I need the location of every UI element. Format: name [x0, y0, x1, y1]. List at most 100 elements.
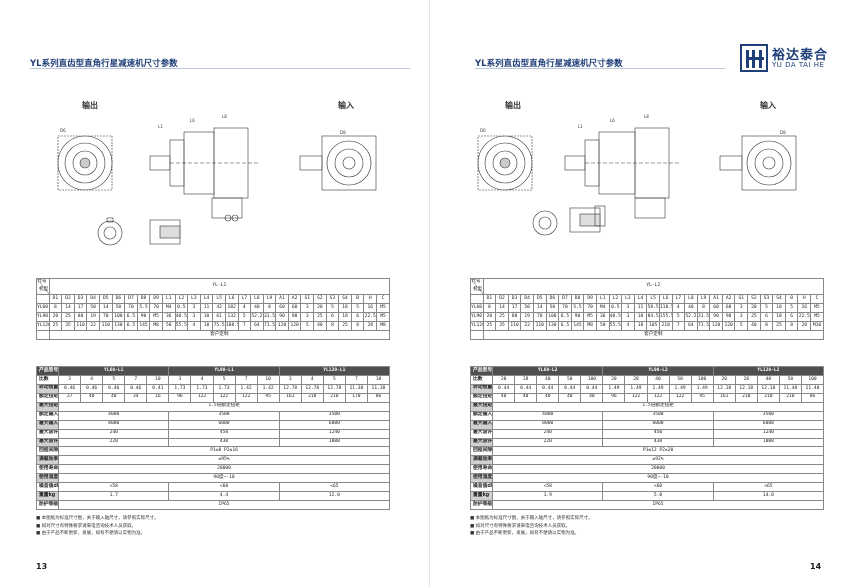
perf-value: 50 [668, 374, 692, 385]
dimension-value: 28 [797, 320, 812, 331]
column-header: D7 [124, 293, 138, 304]
column-header: D2 [495, 293, 509, 304]
dimension-value: 130 [111, 320, 126, 331]
custom-note: 客户定制 [48, 329, 391, 341]
dimension-value: 20 [48, 311, 63, 322]
dimension-value: 5 [350, 302, 365, 313]
dimension-value: 18 [199, 320, 214, 331]
dimension-value: 36 [161, 311, 176, 322]
perf-label: 转动惯量Kg.cm² [35, 383, 60, 394]
perf-value: 10 [256, 374, 280, 385]
column-header: L2 [608, 293, 623, 304]
model-header: YL120-L2 [712, 366, 825, 376]
column-header: H [797, 293, 812, 304]
perf-value: 0.44 [514, 383, 538, 394]
dimension-value: 10 [199, 311, 214, 322]
dimension-value: 120 [275, 320, 289, 331]
perf-value: 3 [168, 374, 192, 385]
dimension-value: 40.5 [174, 311, 189, 322]
perf-value: 100 [580, 374, 604, 385]
model-cell: YL90-L2 [470, 311, 484, 322]
column-header: S1 [734, 293, 749, 304]
perf-value: 4 [190, 374, 214, 385]
dimension-value: 8 [482, 302, 497, 313]
dimension-value: 130 [545, 320, 560, 331]
perf-value: 0.44 [492, 383, 516, 394]
perf-value: 4.4 [168, 491, 280, 502]
dimension-value: 7 [237, 320, 252, 331]
column-header: A2 [721, 293, 736, 304]
dimension-value: 31.5 [262, 311, 277, 322]
dimension-value: 4 [237, 302, 252, 313]
svg-text:D6: D6 [480, 128, 486, 133]
note-line: ■ 如对尺寸有特殊要求请来电咨询技术人员获取。 [470, 523, 571, 529]
dimension-value: 25 [61, 311, 75, 322]
page-title: YL系列直齿型直角行星减速机尺寸参数 [475, 59, 623, 69]
model-cell: YL120-L1 [36, 320, 50, 331]
perf-value: <65 [278, 482, 391, 493]
dimension-value: 8 [784, 320, 799, 331]
dimension-value: M5 [149, 311, 163, 322]
dimension-value: M10 [810, 320, 824, 331]
page-number: 13 [36, 562, 48, 571]
dimension-value: 16 [797, 302, 812, 313]
title-divider [30, 68, 410, 69]
dimension-value: 28 [363, 320, 378, 331]
column-header: L4 [633, 293, 648, 304]
perf-value: 12.78 [322, 383, 346, 394]
dimension-value: 5.5 [136, 302, 151, 313]
perf-value: 10 [366, 374, 391, 385]
perf-label: 最大扭矩Nm [469, 401, 494, 412]
model-cell: YL120-L2 [470, 320, 484, 331]
perf-value: ≥92% [492, 455, 824, 466]
dimension-value: 70 [98, 311, 113, 322]
perf-value: 0.44 [558, 383, 582, 394]
perf-value: 240 [58, 428, 170, 439]
code-model-corner: 代号机型 [36, 278, 50, 295]
dimension-value: 100 [111, 311, 126, 322]
perf-value: 122 [624, 392, 648, 403]
column-header: S4 [338, 293, 352, 304]
perf-value: 95 [256, 392, 280, 403]
perf-value: 4 [300, 374, 324, 385]
perf-value: 100 [690, 374, 714, 385]
perf-value: 1.5倍额定扭矩 [492, 401, 824, 412]
perf-label: 产品型号 [35, 366, 60, 376]
column-header: L8 [250, 293, 264, 304]
perf-value: 95 [690, 392, 714, 403]
dimension-value: 40 [250, 302, 264, 313]
column-header [36, 293, 50, 304]
svg-text:L1: L1 [578, 124, 583, 129]
perf-value: 7 [234, 374, 258, 385]
column-header [470, 293, 484, 304]
perf-label: 噪音值db [469, 482, 494, 493]
perf-label: 比数 [35, 374, 60, 385]
perf-value: 8000 [58, 419, 170, 430]
output-label: 输出 [82, 101, 98, 110]
perf-value: 1.42 [256, 383, 280, 394]
dimension-value: 102 [224, 302, 239, 313]
perf-value: 5 [102, 374, 126, 385]
dimension-value: 20 [313, 302, 327, 313]
column-header: L3 [187, 293, 201, 304]
perf-value: 11.48 [778, 383, 802, 394]
input-label: 输入 [760, 101, 776, 110]
perf-value: 210 [322, 392, 346, 403]
dimension-value: 71.5 [696, 320, 711, 331]
perf-value: 1.49 [624, 383, 648, 394]
perf-value: 1.9 [492, 491, 604, 502]
column-header: C [810, 293, 824, 304]
dimension-value: 16 [363, 302, 378, 313]
column-header: D1 [482, 293, 497, 304]
dimension-value: 11 [633, 302, 648, 313]
table-cell [36, 329, 50, 341]
dimension-value: M5 [810, 311, 824, 322]
perf-value: 40 [580, 392, 604, 403]
perf-value: 28 [624, 374, 648, 385]
dimension-value: 70 [583, 302, 597, 313]
dimension-value: 17 [73, 302, 88, 313]
dimension-value: 14 [61, 302, 75, 313]
logo-text-cn: 裕达泰合 [772, 48, 829, 63]
column-header: D7 [558, 293, 572, 304]
